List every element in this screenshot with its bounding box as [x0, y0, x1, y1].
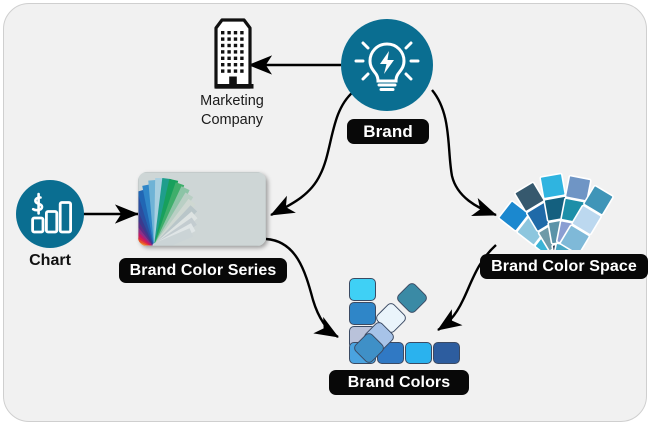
marketing-company-label: Marketing Company — [186, 92, 278, 130]
blue-tile-cluster-icon — [338, 278, 460, 365]
brand-label: Brand — [347, 119, 429, 144]
marketing-company-label-line1: Marketing — [200, 93, 264, 109]
brand-color-space-label: Brand Color Space — [480, 254, 648, 279]
brand-colors-label: Brand Colors — [329, 370, 469, 395]
brand-color-tile — [349, 302, 376, 325]
edge-brand-color-series-to-brand-colors — [265, 237, 339, 339]
brand-color-tile — [405, 342, 432, 364]
node-chart[interactable]: Chart — [16, 180, 116, 278]
brand-color-tile — [433, 342, 460, 364]
node-brand-color-space[interactable]: Brand Color Space — [480, 168, 648, 284]
chart-label: Chart — [29, 252, 71, 269]
brand-color-tile — [349, 278, 376, 301]
color-fan-photo — [138, 172, 266, 246]
blue-swatch-fan-icon — [498, 172, 614, 250]
brand-color-series-label: Brand Color Series — [119, 258, 287, 283]
node-brand[interactable]: Brand — [341, 19, 521, 144]
node-marketing-company[interactable]: Marketing Company — [186, 16, 278, 136]
brand-circle — [341, 19, 433, 111]
dollar-bar-chart-icon — [31, 192, 73, 234]
chart-circle — [16, 180, 84, 248]
lightbulb-bolt-icon — [354, 41, 420, 91]
marketing-company-label-line2: Company — [200, 112, 264, 128]
node-brand-color-series[interactable]: Brand Color Series — [119, 172, 288, 284]
edge-brand-to-brand-color-space — [431, 89, 497, 217]
node-brand-colors[interactable]: Brand Colors — [329, 278, 469, 402]
office-building-icon — [214, 18, 254, 89]
edge-brand-to-brand-color-series — [270, 91, 354, 217]
